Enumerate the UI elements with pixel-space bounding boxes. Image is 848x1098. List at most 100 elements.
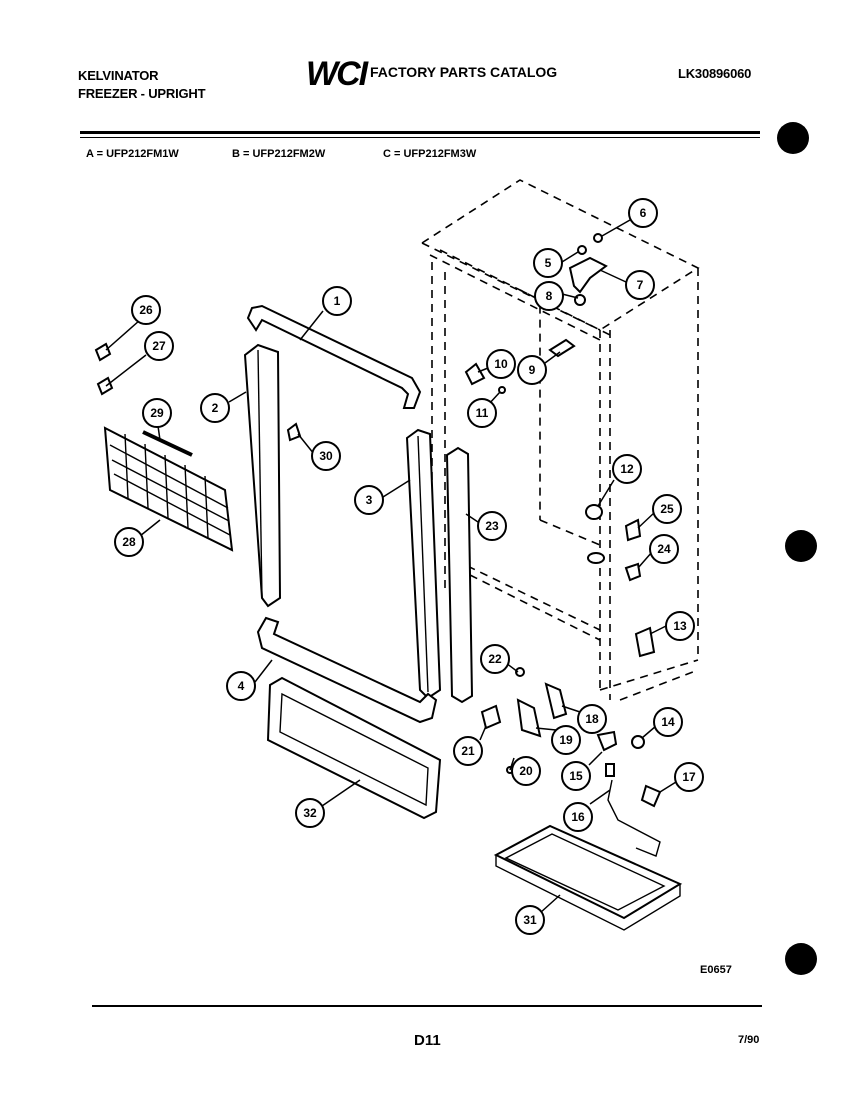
gasket-top xyxy=(246,304,422,409)
callout-23: 23 xyxy=(477,511,507,541)
hinge-18 xyxy=(544,682,568,720)
callout-29: 29 xyxy=(142,398,172,428)
footer-rule xyxy=(92,1005,762,1007)
figure-code: E0657 xyxy=(700,964,732,976)
callout-label: 7 xyxy=(637,278,644,292)
callout-label: 11 xyxy=(476,406,489,420)
gasket-bottom xyxy=(256,616,438,724)
callout-10: 10 xyxy=(486,349,516,379)
callout-label: 21 xyxy=(461,744,475,758)
grille xyxy=(103,426,234,552)
binder-hole-bottom xyxy=(785,943,817,975)
callout-3: 3 xyxy=(354,485,384,515)
callout-label: 5 xyxy=(545,256,552,270)
callout-label: 4 xyxy=(238,679,245,693)
callout-8: 8 xyxy=(534,281,564,311)
callout-label: 15 xyxy=(569,769,583,783)
callout-label: 24 xyxy=(657,542,671,556)
callout-label: 19 xyxy=(559,733,573,747)
screw-11 xyxy=(498,386,506,394)
header-rule-thick xyxy=(80,131,760,134)
ring xyxy=(587,552,605,564)
callout-20: 20 xyxy=(511,756,541,786)
callout-label: 27 xyxy=(152,339,166,353)
callout-label: 32 xyxy=(303,806,317,820)
callout-label: 10 xyxy=(494,357,508,371)
callout-label: 30 xyxy=(319,449,333,463)
screw-6 xyxy=(593,233,603,243)
callout-30: 30 xyxy=(311,441,341,471)
plug-22 xyxy=(515,667,525,677)
knob-12 xyxy=(585,504,603,520)
callout-25: 25 xyxy=(652,494,682,524)
callout-label: 23 xyxy=(485,519,499,533)
callout-28: 28 xyxy=(114,527,144,557)
callout-17: 17 xyxy=(674,762,704,792)
callout-label: 25 xyxy=(660,502,674,516)
revision-date: 7/90 xyxy=(738,1034,760,1046)
callout-label: 13 xyxy=(673,619,687,633)
screw-14 xyxy=(631,735,645,749)
callout-31: 31 xyxy=(515,905,545,935)
callout-19: 19 xyxy=(551,725,581,755)
callout-label: 14 xyxy=(661,715,675,729)
screw-27 xyxy=(96,376,114,396)
header-rule-thin xyxy=(80,137,760,138)
callout-label: 9 xyxy=(529,363,536,377)
callout-label: 6 xyxy=(640,206,647,220)
leader-lines xyxy=(105,219,677,914)
gasket-left xyxy=(243,343,282,608)
callout-2: 2 xyxy=(200,393,230,423)
svg-text:WCI: WCI xyxy=(306,56,370,90)
callout-22: 22 xyxy=(480,644,510,674)
callout-14: 14 xyxy=(653,707,683,737)
gasket-right xyxy=(405,428,442,700)
hinge-bracket xyxy=(568,256,608,294)
screw-26 xyxy=(94,342,112,362)
binder-hole-middle xyxy=(785,530,817,562)
drain-pan xyxy=(493,824,683,931)
callout-13: 13 xyxy=(665,611,695,641)
callout-label: 31 xyxy=(523,913,537,927)
screw-24 xyxy=(624,562,642,582)
model-b: B = UFP212FM2W xyxy=(232,148,326,160)
callout-label: 29 xyxy=(150,406,164,420)
callout-18: 18 xyxy=(577,704,607,734)
callout-11: 11 xyxy=(467,398,497,428)
callout-6: 6 xyxy=(628,198,658,228)
callout-9: 9 xyxy=(517,355,547,385)
callout-label: 2 xyxy=(212,401,219,415)
callout-label: 28 xyxy=(122,535,136,549)
callout-label: 26 xyxy=(139,303,153,317)
wci-logo: WCI xyxy=(306,55,372,95)
cam-21 xyxy=(480,704,502,730)
clip-25 xyxy=(624,518,642,542)
callout-7: 7 xyxy=(625,270,655,300)
callout-label: 20 xyxy=(519,764,533,778)
callout-label: 12 xyxy=(620,462,634,476)
brand-name: KELVINATOR xyxy=(78,68,159,83)
callout-32: 32 xyxy=(295,798,325,828)
cabinet-outline xyxy=(419,179,700,701)
bracket-13 xyxy=(634,626,656,658)
callout-12: 12 xyxy=(612,454,642,484)
door-liner-panel xyxy=(266,676,442,820)
callout-4: 4 xyxy=(226,671,256,701)
callout-24: 24 xyxy=(649,534,679,564)
model-c: C = UFP212FM3W xyxy=(383,148,477,160)
callout-21: 21 xyxy=(453,736,483,766)
model-a: A = UFP212FM1W xyxy=(86,148,179,160)
catalog-title: FACTORY PARTS CATALOG xyxy=(370,64,558,80)
product-type: FREEZER - UPRIGHT xyxy=(78,86,206,101)
hinge-19 xyxy=(516,698,542,738)
fitting-15 xyxy=(596,730,618,752)
callout-label: 18 xyxy=(585,712,599,726)
connector xyxy=(605,763,615,777)
callout-5: 5 xyxy=(533,248,563,278)
callout-label: 17 xyxy=(682,770,696,784)
callout-label: 22 xyxy=(488,652,502,666)
callout-label: 3 xyxy=(366,493,373,507)
callout-15: 15 xyxy=(561,761,591,791)
